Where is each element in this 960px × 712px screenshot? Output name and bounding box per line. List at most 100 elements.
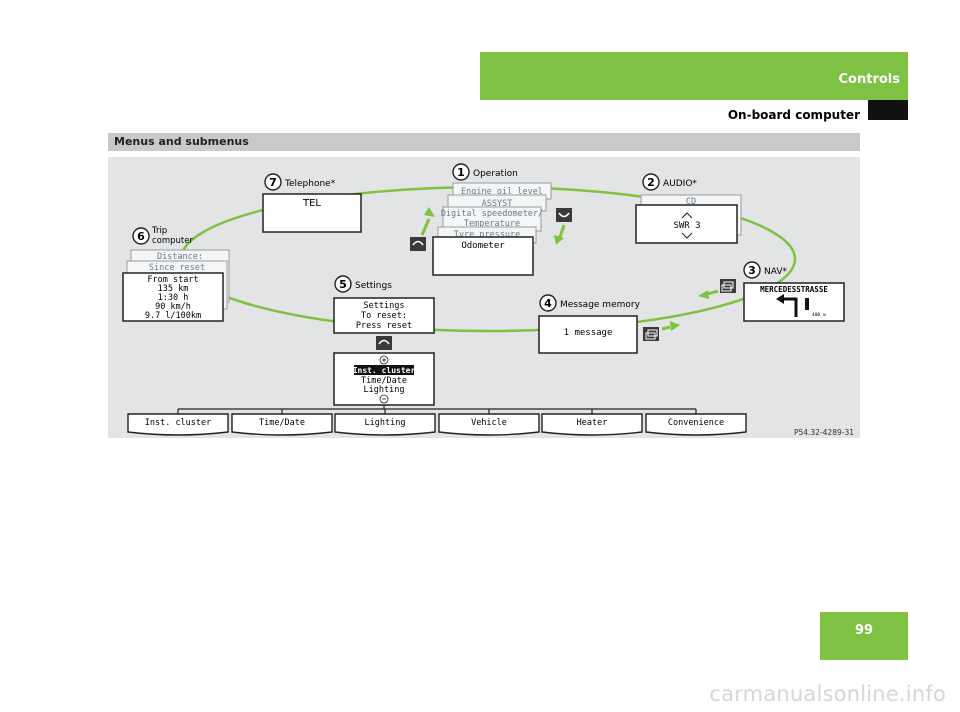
nav-scroll-button-icon xyxy=(720,279,736,293)
callout-nav: 3 NAV* xyxy=(743,261,787,279)
svg-text:From start: From start xyxy=(147,275,198,285)
tab-vehicle: Vehicle xyxy=(438,413,540,436)
tab-convenience: Convenience xyxy=(645,413,747,436)
plus-icon xyxy=(379,355,389,365)
header-marker xyxy=(868,100,908,120)
svg-text:Temperature: Temperature xyxy=(464,219,520,229)
svg-text:Convenience: Convenience xyxy=(668,418,724,428)
svg-text:1:30 h: 1:30 h xyxy=(158,293,189,303)
callout-number xyxy=(132,227,150,245)
callout-label: computer xyxy=(152,236,193,246)
callout-label: Operation xyxy=(473,169,518,179)
svg-text:Odometer: Odometer xyxy=(461,241,505,251)
tab-heater: Heater xyxy=(541,413,643,436)
right-arrow-icon xyxy=(661,321,680,331)
callout-number xyxy=(539,294,557,312)
callout-number xyxy=(743,261,761,279)
callout-operation: 1 Operation xyxy=(452,163,518,181)
scroll-down-button-icon xyxy=(556,208,572,222)
callout-number-text: 5 xyxy=(339,278,347,291)
figure-id: P54.32-4289-31 xyxy=(794,428,854,437)
svg-text:400 m: 400 m xyxy=(812,312,826,318)
nav-screen: MERCEDESSTRASSE 400 m xyxy=(743,282,845,322)
subsection-title: On-board computer xyxy=(727,108,860,122)
left-arrow-icon xyxy=(698,289,719,299)
svg-text:Inst. cluster: Inst. cluster xyxy=(145,418,212,428)
callout-label: AUDIO* xyxy=(663,179,697,189)
svg-text:TEL: TEL xyxy=(302,198,321,209)
svg-text:Since reset: Since reset xyxy=(149,263,205,273)
tab-lighting: Lighting xyxy=(334,413,436,436)
svg-text:Lighting: Lighting xyxy=(365,418,406,428)
distance-bar-icon xyxy=(805,298,809,310)
callout-number-text: 7 xyxy=(269,176,277,189)
callout-label: Settings xyxy=(355,281,392,291)
menu-diagram: 7 Telephone* TEL 1 Operation Engine oil … xyxy=(108,157,860,438)
settings-scroll-button-icon xyxy=(376,336,392,350)
settings-screen: Settings To reset: Press reset xyxy=(333,297,435,334)
svg-text:1 message: 1 message xyxy=(564,328,613,338)
tel-screen: TEL xyxy=(262,193,362,233)
operation-stack: Engine oil level ASSYST Digital speedome… xyxy=(432,182,552,276)
callout-label: Message memory xyxy=(560,300,641,310)
callout-number-text: 4 xyxy=(544,297,552,310)
callout-audio: 2 AUDIO* xyxy=(642,173,697,191)
svg-text:Lighting: Lighting xyxy=(364,385,405,395)
callout-number-text: 1 xyxy=(457,166,465,179)
chevron-down-icon xyxy=(681,232,693,239)
callout-label: Trip xyxy=(151,226,167,236)
tab-time-date: Time/Date xyxy=(231,413,333,436)
svg-text:Digital speedometer/: Digital speedometer/ xyxy=(441,209,543,219)
callout-number-text: 3 xyxy=(748,264,756,277)
callout-number xyxy=(334,275,352,293)
svg-text:Settings: Settings xyxy=(364,301,405,311)
turn-left-arrow-icon xyxy=(782,297,798,317)
svg-text:Vehicle: Vehicle xyxy=(471,418,507,428)
svg-text:ASSYST: ASSYST xyxy=(482,199,513,209)
figure-title: Menus and submenus xyxy=(114,135,249,148)
submenu-tree xyxy=(177,405,697,414)
message-screen: 1 message xyxy=(538,315,638,354)
callout-telephone: 7 Telephone* xyxy=(264,173,336,191)
chevron-up-icon xyxy=(681,212,693,219)
page-number-box: 99 xyxy=(820,612,908,660)
page-number: 99 xyxy=(854,623,874,638)
svg-text:Tyre pressure: Tyre pressure xyxy=(454,230,521,240)
svg-text:Heater: Heater xyxy=(577,418,608,428)
svg-text:SWR 3: SWR 3 xyxy=(673,221,700,231)
section-title: Controls xyxy=(838,72,900,87)
svg-text:Press reset: Press reset xyxy=(356,321,412,331)
svg-text:Engine oil level: Engine oil level xyxy=(461,187,543,197)
svg-text:90 km/h: 90 km/h xyxy=(155,302,191,312)
settings-submenu: Inst. cluster Time/Date Lighting xyxy=(333,352,435,406)
svg-text:135 km: 135 km xyxy=(158,284,189,294)
callout-number-text: 6 xyxy=(137,230,145,243)
message-scroll-button-icon xyxy=(643,327,659,341)
callout-number xyxy=(264,173,282,191)
svg-text:9.7 l/100km: 9.7 l/100km xyxy=(145,311,201,321)
header-section-bar xyxy=(480,52,908,100)
svg-text:CD: CD xyxy=(686,197,696,207)
callout-number-text: 2 xyxy=(647,176,655,189)
audio-stack: CD SWR 3 xyxy=(635,194,742,244)
minus-icon xyxy=(379,394,389,404)
down-arrow-icon xyxy=(554,224,566,245)
watermark: carmanualsonline.info xyxy=(709,682,946,706)
callout-message-memory: 4 Message memory xyxy=(539,294,641,312)
callout-number xyxy=(642,173,660,191)
callout-label: Telephone* xyxy=(284,179,336,189)
tab-inst-cluster: Inst. cluster xyxy=(127,413,229,436)
svg-text:Time/Date: Time/Date xyxy=(259,418,305,428)
scroll-up-button-icon xyxy=(410,237,426,251)
trip-stack: Distance: Since reset From start 135 km … xyxy=(122,249,230,322)
svg-text:MERCEDESSTRASSE: MERCEDESSTRASSE xyxy=(760,285,828,294)
svg-text:Inst. cluster: Inst. cluster xyxy=(353,366,416,375)
up-arrow-icon xyxy=(420,207,435,236)
svg-text:Time/Date: Time/Date xyxy=(361,376,407,386)
figure-title-band: Menus and submenus xyxy=(108,133,860,151)
svg-text:Distance:: Distance: xyxy=(157,252,203,262)
callout-settings: 5 Settings xyxy=(334,275,392,293)
callout-label: NAV* xyxy=(764,267,787,277)
callout-trip-computer: 6 Trip computer xyxy=(132,226,193,246)
callout-number xyxy=(452,163,470,181)
